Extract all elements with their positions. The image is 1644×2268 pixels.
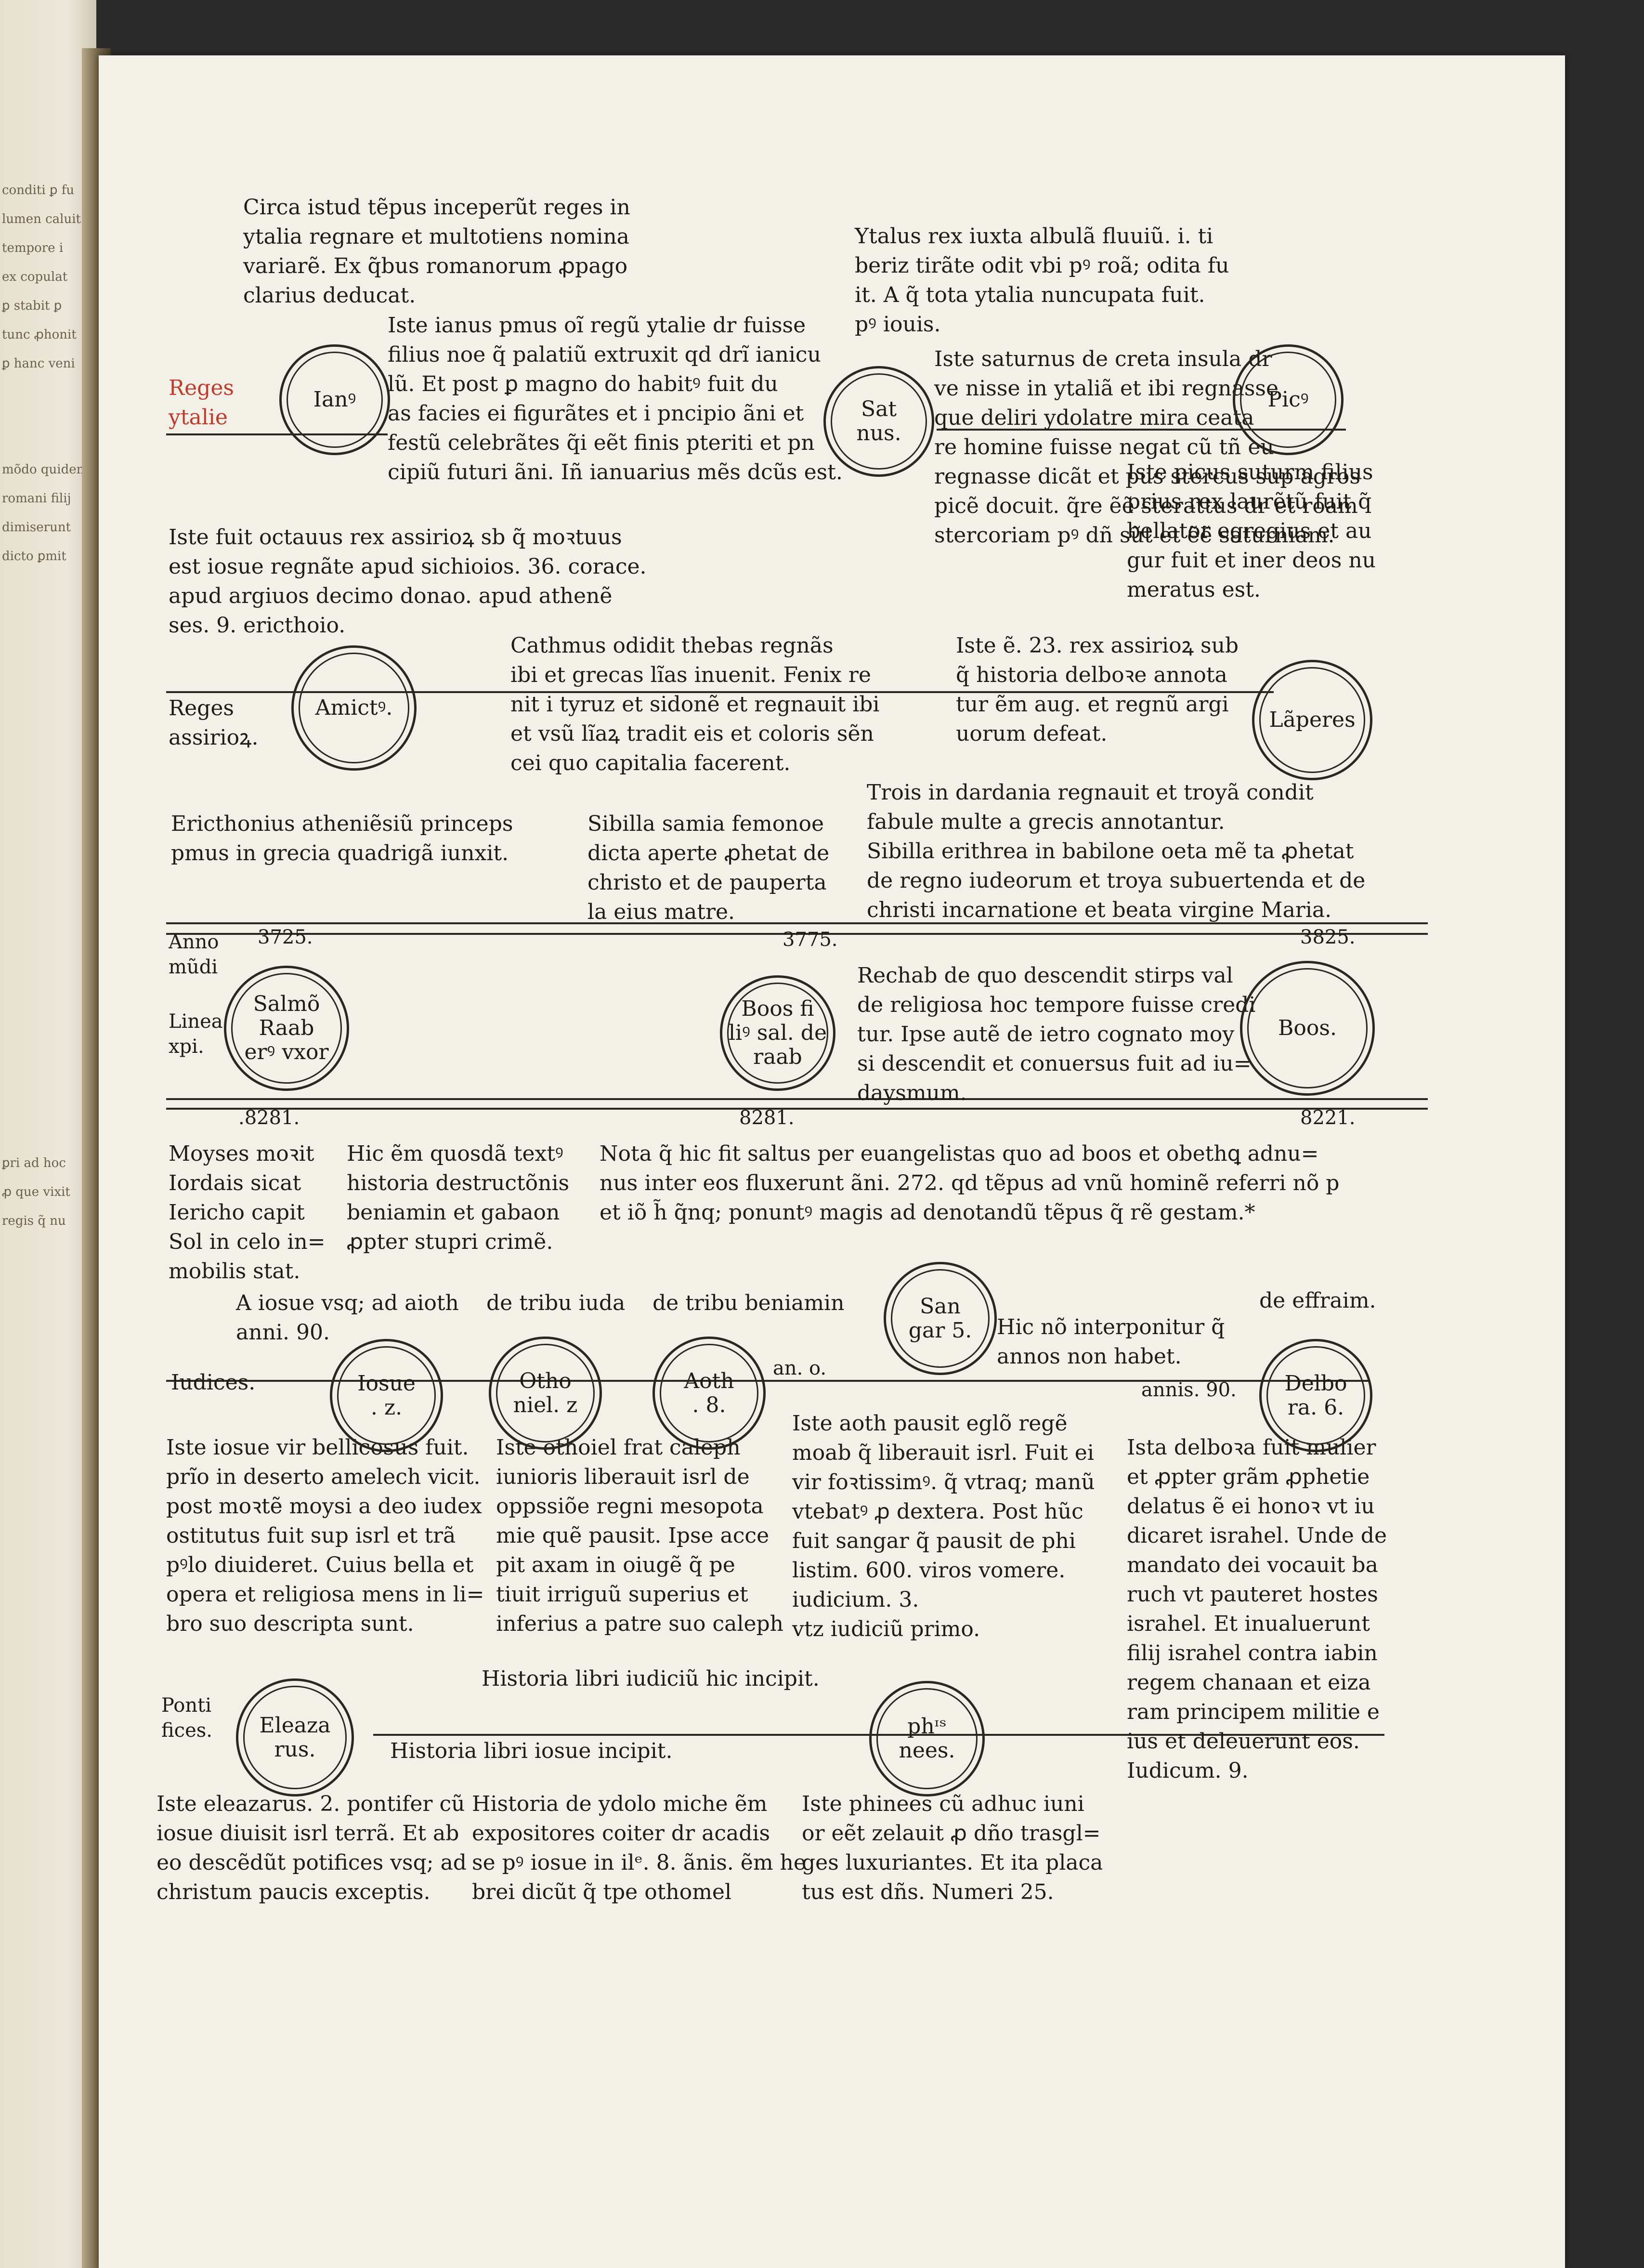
facing-page-line: tunc ꝓhonit bbox=[2, 328, 77, 342]
row-label: Reges assirioꝝ. bbox=[169, 696, 259, 750]
text-block: Iste aoth pausit eglõ regẽ moab q̃ liber… bbox=[792, 1411, 1095, 1641]
medallion-label: Otho niel. z bbox=[513, 1368, 578, 1417]
medallion-label: Amictꝰ. bbox=[315, 695, 393, 720]
medallion-picus: Picꝰ bbox=[1233, 344, 1344, 455]
facing-page-line: romani filij bbox=[2, 491, 71, 506]
row-label: Anno mũdi bbox=[169, 931, 219, 978]
timeline-rule bbox=[166, 1098, 1428, 1100]
text-block: A iosue vsq; ad aioth anni. 90. bbox=[236, 1291, 459, 1345]
medallion-amintas: Amictꝰ. bbox=[291, 645, 417, 771]
timeline-rule bbox=[166, 433, 388, 435]
medallion-label: Ianꝰ bbox=[313, 387, 356, 412]
facing-page-line: regis q̃ nu bbox=[2, 1214, 66, 1228]
medallion-label: phᶦˢ nees. bbox=[899, 1714, 955, 1763]
medallion-saturnus: Sat nus. bbox=[823, 366, 934, 477]
text-block: Historia de ydolo miche ẽm expositores c… bbox=[472, 1792, 806, 1904]
medallion-eleazarus: Eleaza rus. bbox=[236, 1678, 354, 1796]
manuscript-page: Circa istud tẽpus inceperũt reges in yta… bbox=[99, 55, 1565, 2268]
text-block: Sibilla samia femonoe dicta aperte ꝓheta… bbox=[587, 812, 830, 924]
year-marker: 3775. bbox=[783, 929, 838, 951]
row-label: Reges ytalie bbox=[169, 376, 234, 430]
medallion-label: Aoth . 8. bbox=[684, 1368, 734, 1417]
text-block: Trois in dardania regnauit et troyã cond… bbox=[867, 780, 1366, 922]
medallion-boos: Boos. bbox=[1240, 961, 1375, 1096]
timeline-rule bbox=[166, 1108, 1428, 1110]
text-block: Circa istud tẽpus inceperũt reges in yta… bbox=[243, 195, 630, 308]
medallion-label: Sat nus. bbox=[856, 397, 901, 446]
timeline-rule bbox=[937, 429, 1346, 431]
text-block: Iste fuit octauus rex assirioꝝ sb q̃ moꝛ… bbox=[169, 525, 647, 638]
text-block: Historia libri iosue incipit. bbox=[390, 1739, 673, 1763]
small-label: an. o. bbox=[773, 1357, 827, 1379]
medallion-label: Boos. bbox=[1278, 1016, 1337, 1040]
text-block: Iste picus suturm filius prius rex laurẽ… bbox=[1127, 460, 1376, 602]
medallion-delbora: Delbo ra. 6. bbox=[1259, 1339, 1372, 1452]
text-block: Iste ianus pmus oĩ regũ ytalie dr fuisse… bbox=[388, 313, 843, 485]
medallion-label: Delbo ra. 6. bbox=[1284, 1371, 1347, 1420]
text-block: Iste iosue vir bellicosus fuit. prĩo in … bbox=[166, 1435, 484, 1636]
facing-page-line: lumen caluit bbox=[2, 212, 81, 226]
text-block: Iste eleazarus. 2. pontifer cũ iosue diu… bbox=[157, 1792, 467, 1904]
medallion-boos-filius: Boos fi liꝰ sal. de raab bbox=[720, 975, 835, 1091]
medallion-aoth: Aoth . 8. bbox=[652, 1337, 766, 1450]
text-block: de effraim. bbox=[1259, 1288, 1376, 1313]
medallion-iosue: Iosue . z. bbox=[330, 1339, 443, 1452]
facing-page-line: tempore i bbox=[2, 241, 64, 255]
facing-page-line: conditi ꝑ fu bbox=[2, 183, 75, 197]
medallion-label: Eleaza rus. bbox=[259, 1713, 331, 1762]
facing-page-line: dicto ꝑmit bbox=[2, 549, 66, 564]
year-marker: 8281. bbox=[739, 1107, 795, 1129]
text-block: Ericthonius atheniẽsiũ princeps pmus in … bbox=[171, 812, 513, 865]
medallion-sangar: San gar 5. bbox=[884, 1262, 997, 1375]
small-label: annis. 90. bbox=[1141, 1379, 1237, 1401]
year-marker: 8221. bbox=[1300, 1107, 1356, 1129]
facing-page-line: ꝑ hanc veni bbox=[2, 356, 75, 371]
medallion-label: San gar 5. bbox=[908, 1294, 972, 1343]
facing-page-line: ex copulat bbox=[2, 270, 68, 284]
timeline-rule bbox=[999, 1734, 1384, 1736]
text-block: de tribu beniamin bbox=[652, 1291, 845, 1315]
row-label: Iudices. bbox=[171, 1370, 256, 1395]
timeline-rule bbox=[166, 933, 1428, 935]
row-label: Linea xpi. bbox=[169, 1010, 223, 1058]
text-block: Iste othoiel frat caleph iunioris libera… bbox=[496, 1435, 783, 1636]
facing-page-line: mõdo quidem bbox=[2, 462, 89, 477]
text-block: Iste phinees cũ adhuc iuni or eẽt zelaui… bbox=[802, 1792, 1103, 1904]
medallion-phinees: phᶦˢ nees. bbox=[869, 1681, 985, 1796]
text-block: Historia libri iudiciũ hic incipit. bbox=[482, 1666, 820, 1691]
medallion-othoniel: Otho niel. z bbox=[489, 1337, 602, 1450]
medallion-label: Salmõ Raab erꝰ vxor bbox=[244, 992, 329, 1064]
medallion-label: Iosue . z. bbox=[357, 1371, 416, 1420]
text-block: Iste ẽ. 23. rex assirioꝝ sub q̃ historia… bbox=[956, 633, 1239, 746]
text-block: Ista delboꝛa fuit mulier et ꝓpter grãm ꝓ… bbox=[1127, 1435, 1387, 1783]
text-block: Moyses moꝛit Iordais sicat Iericho capit… bbox=[169, 1141, 326, 1284]
year-marker: .8281. bbox=[238, 1107, 300, 1129]
medallion-lamperes: Lãperes bbox=[1252, 660, 1372, 780]
text-block: Hic nõ interponitur q̃ annos non habet. bbox=[997, 1315, 1225, 1369]
facing-page-line: ꝓ que vixit bbox=[2, 1185, 70, 1199]
year-marker: 3825. bbox=[1300, 926, 1356, 948]
facing-page: conditi ꝑ fu lumen caluit tempore i ex c… bbox=[0, 0, 96, 2268]
medallion-ianus: Ianꝰ bbox=[279, 344, 390, 455]
medallion-label: Boos fi liꝰ sal. de raab bbox=[728, 996, 827, 1069]
text-block: Rechab de quo descendit stirps val de re… bbox=[857, 963, 1256, 1105]
text-block: Hic ẽm quosdã textꝰ historia destructõni… bbox=[347, 1141, 570, 1254]
text-block: de tribu iuda bbox=[486, 1291, 626, 1315]
timeline-rule bbox=[373, 1734, 999, 1736]
text-block: Ytalus rex iuxta albulã fluuiũ. i. ti be… bbox=[855, 224, 1229, 337]
medallion-label: Picꝰ bbox=[1267, 387, 1309, 412]
medallion-salmon: Salmõ Raab erꝰ vxor bbox=[224, 966, 349, 1091]
text-block: Cathmus odidit thebas regnãs ibi et grec… bbox=[510, 633, 880, 775]
facing-page-line: ꝑ stabit ꝑ bbox=[2, 299, 62, 313]
text-block: Nota q̃ hic fit saltus per euangelistas … bbox=[600, 1141, 1340, 1225]
timeline-rule bbox=[166, 1380, 1370, 1382]
timeline-rule bbox=[166, 691, 1274, 693]
year-marker: 3725. bbox=[258, 926, 313, 948]
facing-page-line: ꝑri ad hoc bbox=[2, 1156, 66, 1170]
row-label: Ponti fices. bbox=[161, 1694, 212, 1742]
timeline-rule bbox=[166, 922, 1428, 924]
facing-page-line: dimiserunt bbox=[2, 520, 71, 535]
medallion-label: Lãperes bbox=[1269, 708, 1356, 732]
